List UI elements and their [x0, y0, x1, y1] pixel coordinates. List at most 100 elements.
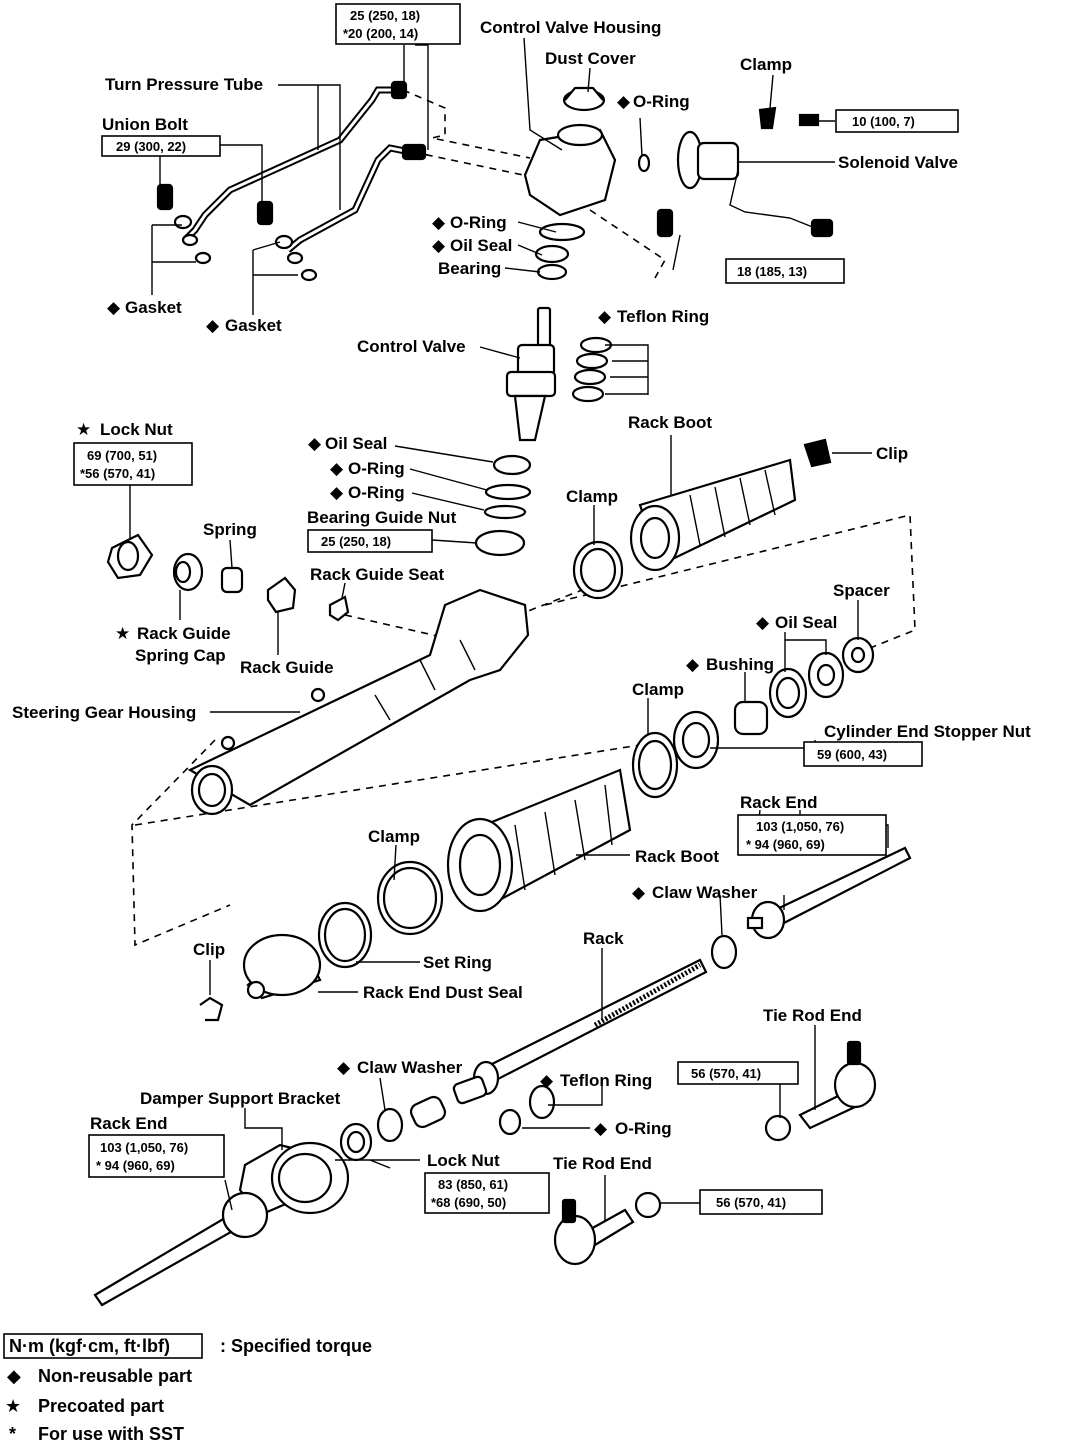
legend-units-box — [3, 1333, 203, 1359]
torque-box-rack-end-right — [737, 814, 887, 856]
legend-star-symbol: ★ — [5, 1396, 21, 1416]
symbol-gasket-right: ◆ — [206, 316, 220, 335]
label-rack-guide-spring-cap-1: Rack Guide — [137, 624, 231, 643]
label-gasket-right: Gasket — [225, 316, 282, 335]
label-turn-pressure-tube: Turn Pressure Tube — [105, 75, 263, 94]
torque-box-housing-bolt — [725, 258, 845, 284]
label-bearing: Bearing — [438, 259, 501, 278]
torque-box-tubes — [335, 3, 461, 45]
torque-lock-nut-lower-line1: 83 (850, 61) — [438, 1177, 508, 1192]
symbol-rack-guide-spring-cap: ★ — [115, 624, 130, 643]
tie-rod-end-lower-part — [553, 1191, 662, 1266]
upper-seal-stack — [474, 454, 532, 557]
label-rack-boot-top: Rack Boot — [628, 413, 712, 432]
label-steering-gear-housing: Steering Gear Housing — [12, 703, 196, 722]
symbol-o-ring-top: ◆ — [617, 92, 631, 111]
label-clamp-top: Clamp — [740, 55, 792, 74]
label-clip-lower: Clip — [193, 940, 225, 959]
label-clamp-mid: Clamp — [566, 487, 618, 506]
label-tie-rod-end-lower: Tie Rod End — [553, 1154, 652, 1173]
rack-part — [339, 934, 738, 1162]
label-claw-washer-right: Claw Washer — [652, 883, 758, 902]
label-rack-guide-spring-cap-2: Spring Cap — [135, 646, 226, 665]
torque-box-clamp-bolt — [835, 109, 959, 133]
label-o-ring-2: O-Ring — [450, 213, 507, 232]
symbol-oil-seal-2: ◆ — [308, 434, 322, 453]
control-valve-housing-part — [523, 86, 674, 281]
label-lock-nut-lower: Lock Nut — [427, 1151, 500, 1170]
symbol-claw-washer-left: ◆ — [337, 1058, 351, 1077]
label-damper-support-bracket: Damper Support Bracket — [140, 1089, 341, 1108]
symbol-o-ring-lower: ◆ — [594, 1119, 608, 1138]
legend-sst: For use with SST — [38, 1424, 184, 1444]
label-spacer: Spacer — [833, 581, 890, 600]
label-gasket-left: Gasket — [125, 298, 182, 317]
symbol-o-ring-2: ◆ — [432, 213, 446, 232]
label-tie-rod-end-right: Tie Rod End — [763, 1006, 862, 1025]
label-clamp-left: Clamp — [368, 827, 420, 846]
label-oil-seal-1: Oil Seal — [450, 236, 512, 255]
label-spring: Spring — [203, 520, 257, 539]
label-solenoid-valve: Solenoid Valve — [838, 153, 958, 172]
right-inner-parts — [631, 636, 875, 799]
symbol-o-ring-4: ◆ — [330, 483, 344, 502]
label-lock-nut-top: Lock Nut — [100, 420, 173, 439]
union-bolts-and-gaskets — [156, 183, 318, 282]
damper-bracket-and-left-end — [93, 1141, 350, 1307]
rack-end-right-part — [746, 846, 912, 940]
legend-precoated: Precoated part — [38, 1396, 164, 1416]
torque-stopper-nut: 59 (600, 43) — [817, 747, 887, 762]
torque-rack-end-right-line2: * 94 (960, 69) — [746, 837, 825, 852]
label-teflon-ring-top: Teflon Ring — [617, 307, 709, 326]
torque-box-tie-rod-right — [677, 1061, 799, 1085]
torque-rack-end-left-line2: * 94 (960, 69) — [96, 1158, 175, 1173]
torque-box-lock-nut-lower — [424, 1172, 550, 1214]
part-labels: Control Valve Housing Dust Cover ◆ O-Rin… — [12, 18, 1031, 1173]
label-union-bolt: Union Bolt — [102, 115, 188, 134]
rack-guide-parts — [106, 533, 350, 622]
torque-housing-bolt: 18 (185, 13) — [737, 264, 807, 279]
torque-bearing-guide-nut: 25 (250, 18) — [321, 534, 391, 549]
label-rack: Rack — [583, 929, 624, 948]
label-cylinder-end-stopper-nut: Cylinder End Stopper Nut — [824, 722, 1031, 741]
torque-box-rack-end-left — [88, 1134, 225, 1178]
label-control-valve: Control Valve — [357, 337, 466, 356]
torque-rack-end-right-line1: 103 (1,050, 76) — [756, 819, 844, 834]
steering-gear-housing-part — [187, 588, 530, 816]
symbol-lock-nut-top: ★ — [76, 420, 91, 439]
label-bearing-guide-nut: Bearing Guide Nut — [307, 508, 457, 527]
torque-box-bearing-guide-nut — [307, 529, 433, 553]
turn-pressure-tubes — [182, 80, 427, 253]
label-o-ring-4: O-Ring — [348, 483, 405, 502]
symbol-o-ring-3: ◆ — [330, 459, 344, 478]
label-claw-washer-left: Claw Washer — [357, 1058, 463, 1077]
label-set-ring: Set Ring — [423, 953, 492, 972]
label-clamp-lower: Clamp — [632, 680, 684, 699]
label-rack-guide-seat: Rack Guide Seat — [310, 565, 445, 584]
legend: N·m (kgf·cm, ft·lbf) : Specified torque … — [3, 1333, 372, 1444]
label-bushing: Bushing — [706, 655, 774, 674]
legend-asterisk-symbol: * — [9, 1424, 16, 1444]
label-teflon-ring-lower: Teflon Ring — [560, 1071, 652, 1090]
label-o-ring-lower: O-Ring — [615, 1119, 672, 1138]
label-rack-guide: Rack Guide — [240, 658, 334, 677]
rack-end-dust-seal-part — [199, 901, 373, 1022]
torque-lock-nut-lower-line2: *68 (690, 50) — [431, 1195, 506, 1210]
label-rack-end-right: Rack End — [740, 793, 817, 812]
label-rack-boot-lower: Rack Boot — [635, 847, 719, 866]
control-valve-part — [505, 306, 613, 442]
label-o-ring-3: O-Ring — [348, 459, 405, 478]
label-clip-top: Clip — [876, 444, 908, 463]
label-rack-end-dust-seal: Rack End Dust Seal — [363, 983, 523, 1002]
torque-box-stopper-nut — [803, 741, 923, 767]
symbol-gasket-left: ◆ — [107, 298, 121, 317]
label-control-valve-housing: Control Valve Housing — [480, 18, 661, 37]
label-o-ring-top: O-Ring — [633, 92, 690, 111]
legend-units-text: N·m (kgf·cm, ft·lbf) — [9, 1336, 170, 1356]
symbol-oil-seal-1: ◆ — [432, 236, 446, 255]
torque-top-line2: *20 (200, 14) — [343, 26, 418, 41]
torque-union-bolt: 29 (300, 22) — [116, 139, 186, 154]
torque-rack-end-left-line1: 103 (1,050, 76) — [100, 1140, 188, 1155]
